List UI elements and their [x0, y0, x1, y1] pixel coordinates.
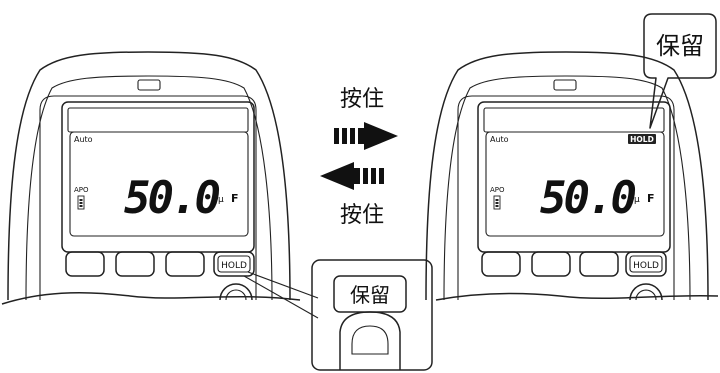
right-apo-label: APO [490, 186, 505, 194]
right-auto-label: Auto [490, 135, 509, 144]
left-button-1[interactable] [65, 251, 105, 277]
right-hold-indicator: HOLD [630, 135, 654, 144]
left-unit: F [231, 192, 239, 205]
left-display-frame [61, 101, 255, 253]
right-meter-inner-edge [443, 75, 691, 301]
left-meter-inner-edge [25, 75, 273, 301]
right-multimeter: Auto HOLD APO 50.0 μ F HOLD 保留 [425, 13, 719, 301]
left-dial-inner [225, 289, 247, 301]
right-dial-inner [635, 289, 657, 301]
right-hold-indicator-bg [628, 134, 656, 144]
left-battery-icon [77, 195, 85, 210]
left-button-2[interactable] [115, 251, 155, 277]
zoom-inset-frame [311, 259, 433, 371]
hold-callout-text: 保留 [656, 32, 704, 60]
left-hold-button-label: HOLD [221, 261, 247, 271]
right-hold-button[interactable] [625, 251, 667, 277]
left-dial [219, 283, 253, 301]
right-lcd [485, 131, 665, 237]
left-hold-button-inner [217, 255, 251, 273]
right-unit: F [647, 192, 655, 205]
right-display-frame [477, 101, 671, 253]
backward-arrow [320, 162, 384, 190]
right-button-2[interactable] [531, 251, 571, 277]
zoom-hold-label: 保留 [350, 283, 390, 307]
left-unit-prefix: μ [218, 195, 224, 205]
left-reading: 50.0 [124, 173, 219, 224]
zoom-leader-top [247, 271, 319, 299]
right-dial [629, 283, 663, 301]
left-meter-body [7, 51, 291, 301]
hold-callout-bubble [643, 13, 717, 129]
left-display-top-band [67, 107, 249, 133]
left-auto-label: Auto [74, 135, 93, 144]
left-meter-bezel [39, 95, 257, 300]
right-button-1[interactable] [481, 251, 521, 277]
right-display-top-band [483, 107, 665, 133]
left-button-3[interactable] [165, 251, 205, 277]
zoom-leader-bottom [243, 275, 319, 319]
forward-arrow-label: 按住 [340, 87, 384, 112]
right-hold-button-inner [629, 255, 663, 273]
forward-arrow [334, 122, 398, 150]
left-lcd [69, 131, 249, 237]
right-hold-button-label: HOLD [633, 261, 659, 271]
center-arrows: 按住 按住 [320, 87, 398, 228]
left-hold-button[interactable] [213, 251, 255, 277]
right-battery-icon [493, 195, 501, 210]
left-apo-label: APO [74, 186, 89, 194]
right-unit-prefix: μ [634, 195, 640, 205]
finger-icon [339, 311, 401, 370]
left-top-slot [137, 79, 161, 91]
finger-nail [351, 325, 389, 355]
right-button-3[interactable] [579, 251, 619, 277]
right-reading: 50.0 [540, 173, 635, 224]
left-lower-edge [1, 291, 301, 305]
right-meter-body [425, 51, 709, 301]
right-lower-edge [435, 292, 719, 301]
right-meter-bezel [457, 95, 675, 300]
left-multimeter: Auto APO 50.0 μ F HOLD [1, 51, 301, 305]
right-top-slot [553, 79, 577, 91]
zoom-inset: 保留 [243, 259, 433, 371]
backward-arrow-label: 按住 [340, 203, 384, 228]
